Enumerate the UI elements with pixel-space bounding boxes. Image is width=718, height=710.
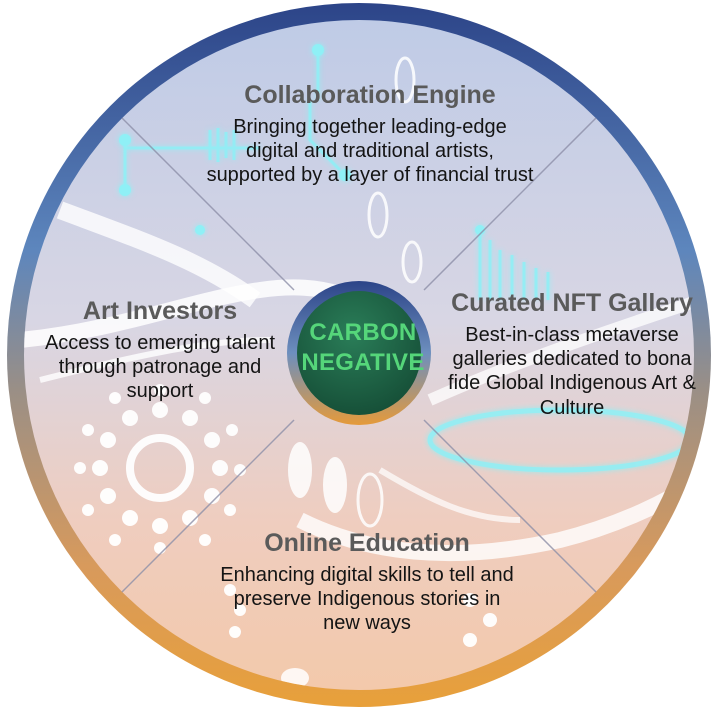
segment-body: Bringing together leading-edge digital a… xyxy=(206,115,534,187)
center-label: CARBON NEGATIVE xyxy=(300,318,426,378)
segment-body: Enhancing digital skills to tell and pre… xyxy=(220,563,514,635)
segment-title: Art Investors xyxy=(82,297,238,325)
center-badge xyxy=(297,291,421,415)
decorative-band xyxy=(56,201,261,308)
segment-art-investors: Art Investors Access to emerging talent … xyxy=(40,296,280,404)
segment-collaboration-engine: Collaboration Engine Bringing together l… xyxy=(200,80,540,188)
divider-line xyxy=(121,117,295,291)
decorative-band xyxy=(378,467,521,523)
dot-art xyxy=(74,384,497,647)
decorative-band xyxy=(39,337,271,383)
divider-line xyxy=(423,419,597,593)
decorative-band xyxy=(427,294,694,406)
center-label-line1: CARBON xyxy=(309,319,417,346)
divider-line xyxy=(423,117,597,291)
segment-body: Best-in-class metaverse galleries dedica… xyxy=(448,323,696,419)
segment-body: Access to emerging talent through patron… xyxy=(44,331,276,403)
segment-title: Curated NFT Gallery xyxy=(451,289,693,317)
segment-title: Online Education xyxy=(264,529,470,557)
segment-title: Collaboration Engine xyxy=(244,81,496,109)
divider-line xyxy=(121,419,295,593)
center-label-line2: NEGATIVE xyxy=(301,349,425,376)
segment-curated-nft-gallery: Curated NFT Gallery Best-in-class metave… xyxy=(444,288,700,420)
segment-online-education: Online Education Enhancing digital skill… xyxy=(215,528,519,636)
